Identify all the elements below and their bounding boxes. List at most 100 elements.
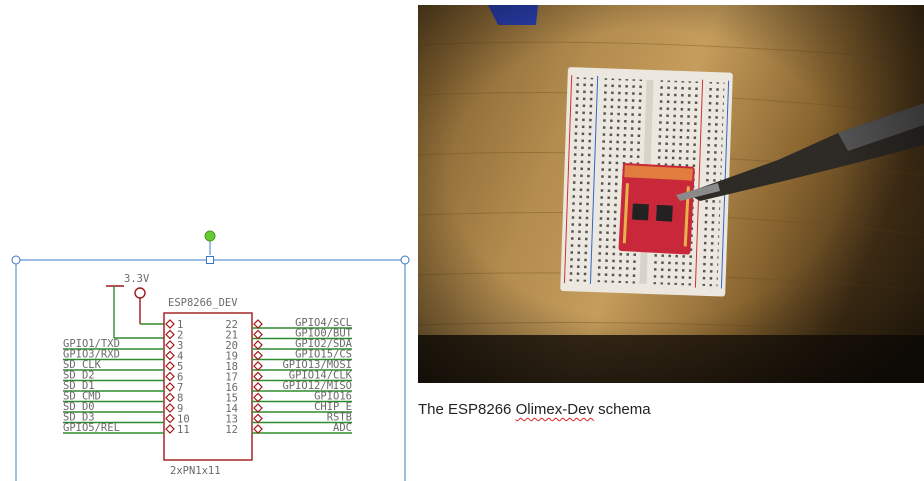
pin-marker — [253, 371, 263, 382]
pin-number: 18 — [225, 361, 238, 373]
pin-marker — [253, 329, 263, 340]
right-pin-row: GPIO15/CS 19 — [225, 349, 352, 363]
pin-number: 8 — [177, 393, 183, 405]
left-pin-row: 1 — [165, 319, 183, 331]
part-value: 2xPN1x11 — [170, 465, 221, 477]
caption-spellcheck-word[interactable]: Olimex-Dev — [515, 401, 594, 418]
pin-marker — [165, 403, 175, 413]
pin-marker — [165, 392, 175, 403]
net-label: GPIO4/SCL — [295, 317, 352, 329]
net-label: GPIO12/MISO — [282, 380, 352, 392]
pin-number: 14 — [225, 403, 238, 415]
net-label: GPIO14/CLK — [289, 370, 353, 382]
part-body — [163, 312, 253, 461]
net-label: GPIO15/CS — [295, 349, 352, 361]
pin-number: 13 — [225, 414, 238, 426]
left-pin-row: GPIO5/REL 11 — [63, 422, 190, 436]
net-label: SD_D3 — [63, 412, 95, 424]
right-pin-row: GPIO13/MOSI 18 — [225, 359, 352, 373]
pin-marker — [165, 361, 175, 371]
net-label: SD_D1 — [63, 380, 95, 392]
left-pin-row: SD_D0 9 — [63, 401, 183, 415]
pin-number: 15 — [225, 393, 238, 405]
pin-number: 20 — [225, 340, 238, 352]
net-label: SD_D2 — [63, 370, 95, 382]
pin-number: 22 — [225, 319, 238, 331]
pin-number: 2 — [177, 330, 183, 342]
net-label: GPIO5/REL — [63, 422, 120, 434]
breadboard-photo-drawing — [418, 5, 924, 383]
net-label: GPIO1/TXD — [63, 338, 120, 350]
pin-marker — [253, 413, 263, 424]
pin-marker — [253, 350, 263, 361]
resize-handle-top-right[interactable] — [400, 255, 410, 265]
right-pin-row: ADC 12 — [225, 422, 352, 436]
left-pin-row: GPIO3/RXD 4 — [63, 349, 183, 363]
net-label: RSTB — [327, 412, 352, 424]
left-pin-row: SD_CMD 8 — [63, 391, 183, 405]
pin-marker — [165, 371, 175, 382]
right-pin-row: GPIO0/BUT 21 — [225, 328, 352, 342]
pin-marker — [253, 403, 263, 413]
part-name: ESP8266_DEV — [168, 297, 238, 309]
pin-number: 5 — [177, 361, 183, 373]
right-pin-row: CHIP_E 14 — [225, 401, 352, 415]
pin-number: 17 — [225, 372, 238, 384]
pin-marker — [253, 382, 263, 392]
left-pin-row: SD_D2 6 — [63, 370, 183, 384]
net-label: GPIO2/SDA — [295, 338, 353, 350]
pin-number: 11 — [177, 424, 190, 436]
pin-marker — [253, 424, 263, 434]
caption-text-after: schema — [593, 401, 651, 418]
left-pin-row: SD_CLK 5 — [63, 359, 183, 373]
net-label: GPIO16 — [314, 391, 352, 403]
pin-marker — [165, 424, 175, 434]
left-pin-row: 2 — [165, 329, 183, 342]
net-label: ADC — [333, 422, 352, 434]
right-pin-row: GPIO4/SCL 22 — [225, 317, 352, 331]
pin-marker — [165, 382, 175, 392]
right-pin-row: GPIO2/SDA 20 — [225, 338, 352, 352]
right-pin-row: GPIO14/CLK 17 — [225, 370, 352, 384]
net-label: GPIO13/MOSI — [282, 359, 352, 371]
left-pin-row: SD_D3 10 — [63, 412, 190, 426]
net-label: SD_D0 — [63, 401, 95, 413]
pin-number: 19 — [225, 351, 238, 363]
right-pin-row: GPIO16 15 — [225, 391, 352, 405]
pin-number: 21 — [225, 330, 238, 342]
pin-number: 4 — [177, 351, 183, 363]
breadboard-photo — [418, 5, 924, 383]
pin-marker — [253, 392, 263, 403]
pin-marker — [165, 350, 175, 361]
right-pin-row: RSTB 13 — [225, 412, 352, 426]
pin-number: 12 — [225, 424, 238, 436]
pin-marker — [165, 340, 175, 350]
pin-number: 10 — [177, 414, 190, 426]
net-label: SD_CMD — [63, 391, 101, 403]
pin-marker — [165, 329, 175, 340]
left-pin-row: GPIO1/TXD 3 — [63, 338, 183, 352]
resize-handle-top[interactable] — [206, 256, 214, 264]
pin-marker — [253, 361, 263, 371]
pin-number: 6 — [177, 372, 183, 384]
pin-number: 3 — [177, 340, 183, 352]
net-label: CHIP_E — [314, 401, 352, 413]
pin-marker — [165, 413, 175, 424]
pin-number: 1 — [177, 319, 183, 331]
net-label: GPIO0/BUT — [295, 328, 353, 340]
pin-number: 9 — [177, 403, 183, 415]
right-pin-row: GPIO12/MISO 16 — [225, 380, 352, 394]
pin-marker — [165, 319, 175, 329]
supply-label: 3.3V — [124, 273, 150, 285]
pin-marker — [253, 340, 263, 350]
net-label: GPIO3/RXD — [63, 349, 120, 361]
supply-symbol: 3.3V — [106, 273, 164, 339]
resize-handle-top-left[interactable] — [11, 255, 21, 265]
pin-number: 16 — [225, 382, 238, 394]
net-label: SD_CLK — [63, 359, 102, 371]
rotate-handle[interactable] — [204, 230, 216, 242]
pin-marker — [253, 319, 263, 329]
